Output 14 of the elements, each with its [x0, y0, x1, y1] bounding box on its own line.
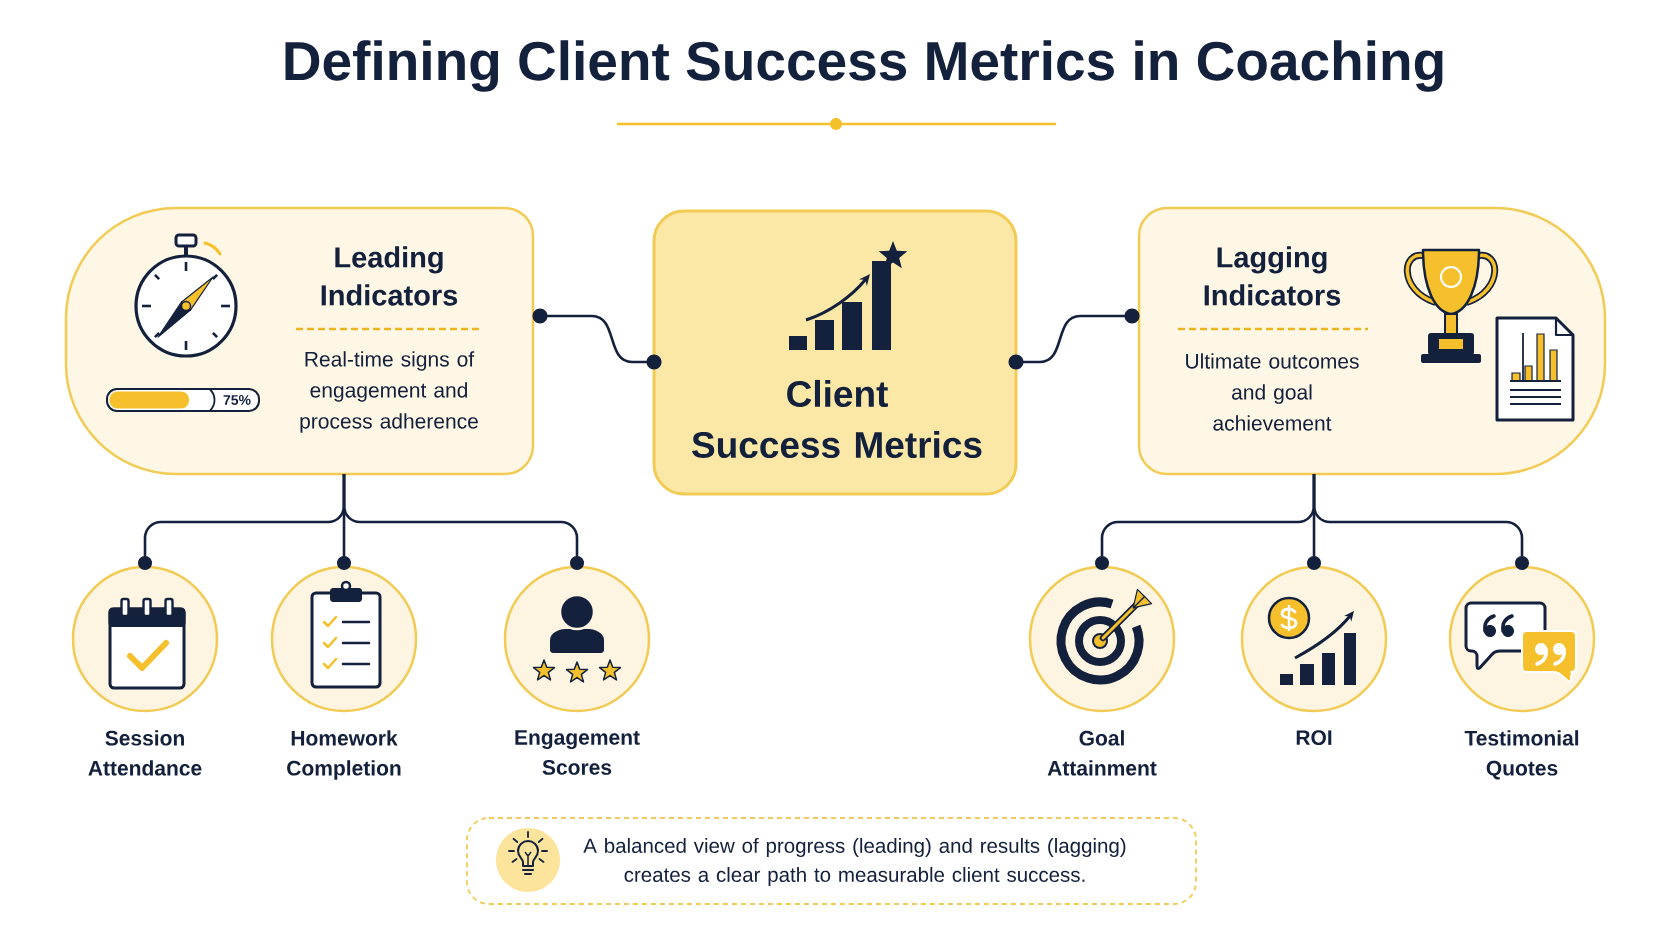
metric-label: Session Attendance	[88, 730, 202, 776]
metric-label: Goal Attainment	[1047, 730, 1157, 776]
metric-label: Testimonial Quotes	[1464, 730, 1579, 780]
section-description: Real-time signs of engagement and process adherence	[300, 351, 478, 433]
section-heading: Leading Indicators	[321, 246, 458, 306]
metric-label: Homework Completion	[287, 730, 401, 780]
section-heading: Lagging Indicators	[1204, 246, 1341, 306]
metric-label: Engagement Scores	[515, 730, 640, 775]
metric-label: ROI	[1296, 730, 1332, 746]
percent-label: 75%	[223, 395, 251, 405]
section-description: Ultimate outcomes and goal achievement	[1186, 353, 1359, 431]
note-text: A balanced view of progress (leading) and results (lagging) creates a clear path to measurable client success.	[583, 837, 1126, 887]
title: Defining Client Success Metrics in Coaching	[285, 40, 1443, 92]
hub-title: Client Success Metrics	[692, 379, 982, 459]
